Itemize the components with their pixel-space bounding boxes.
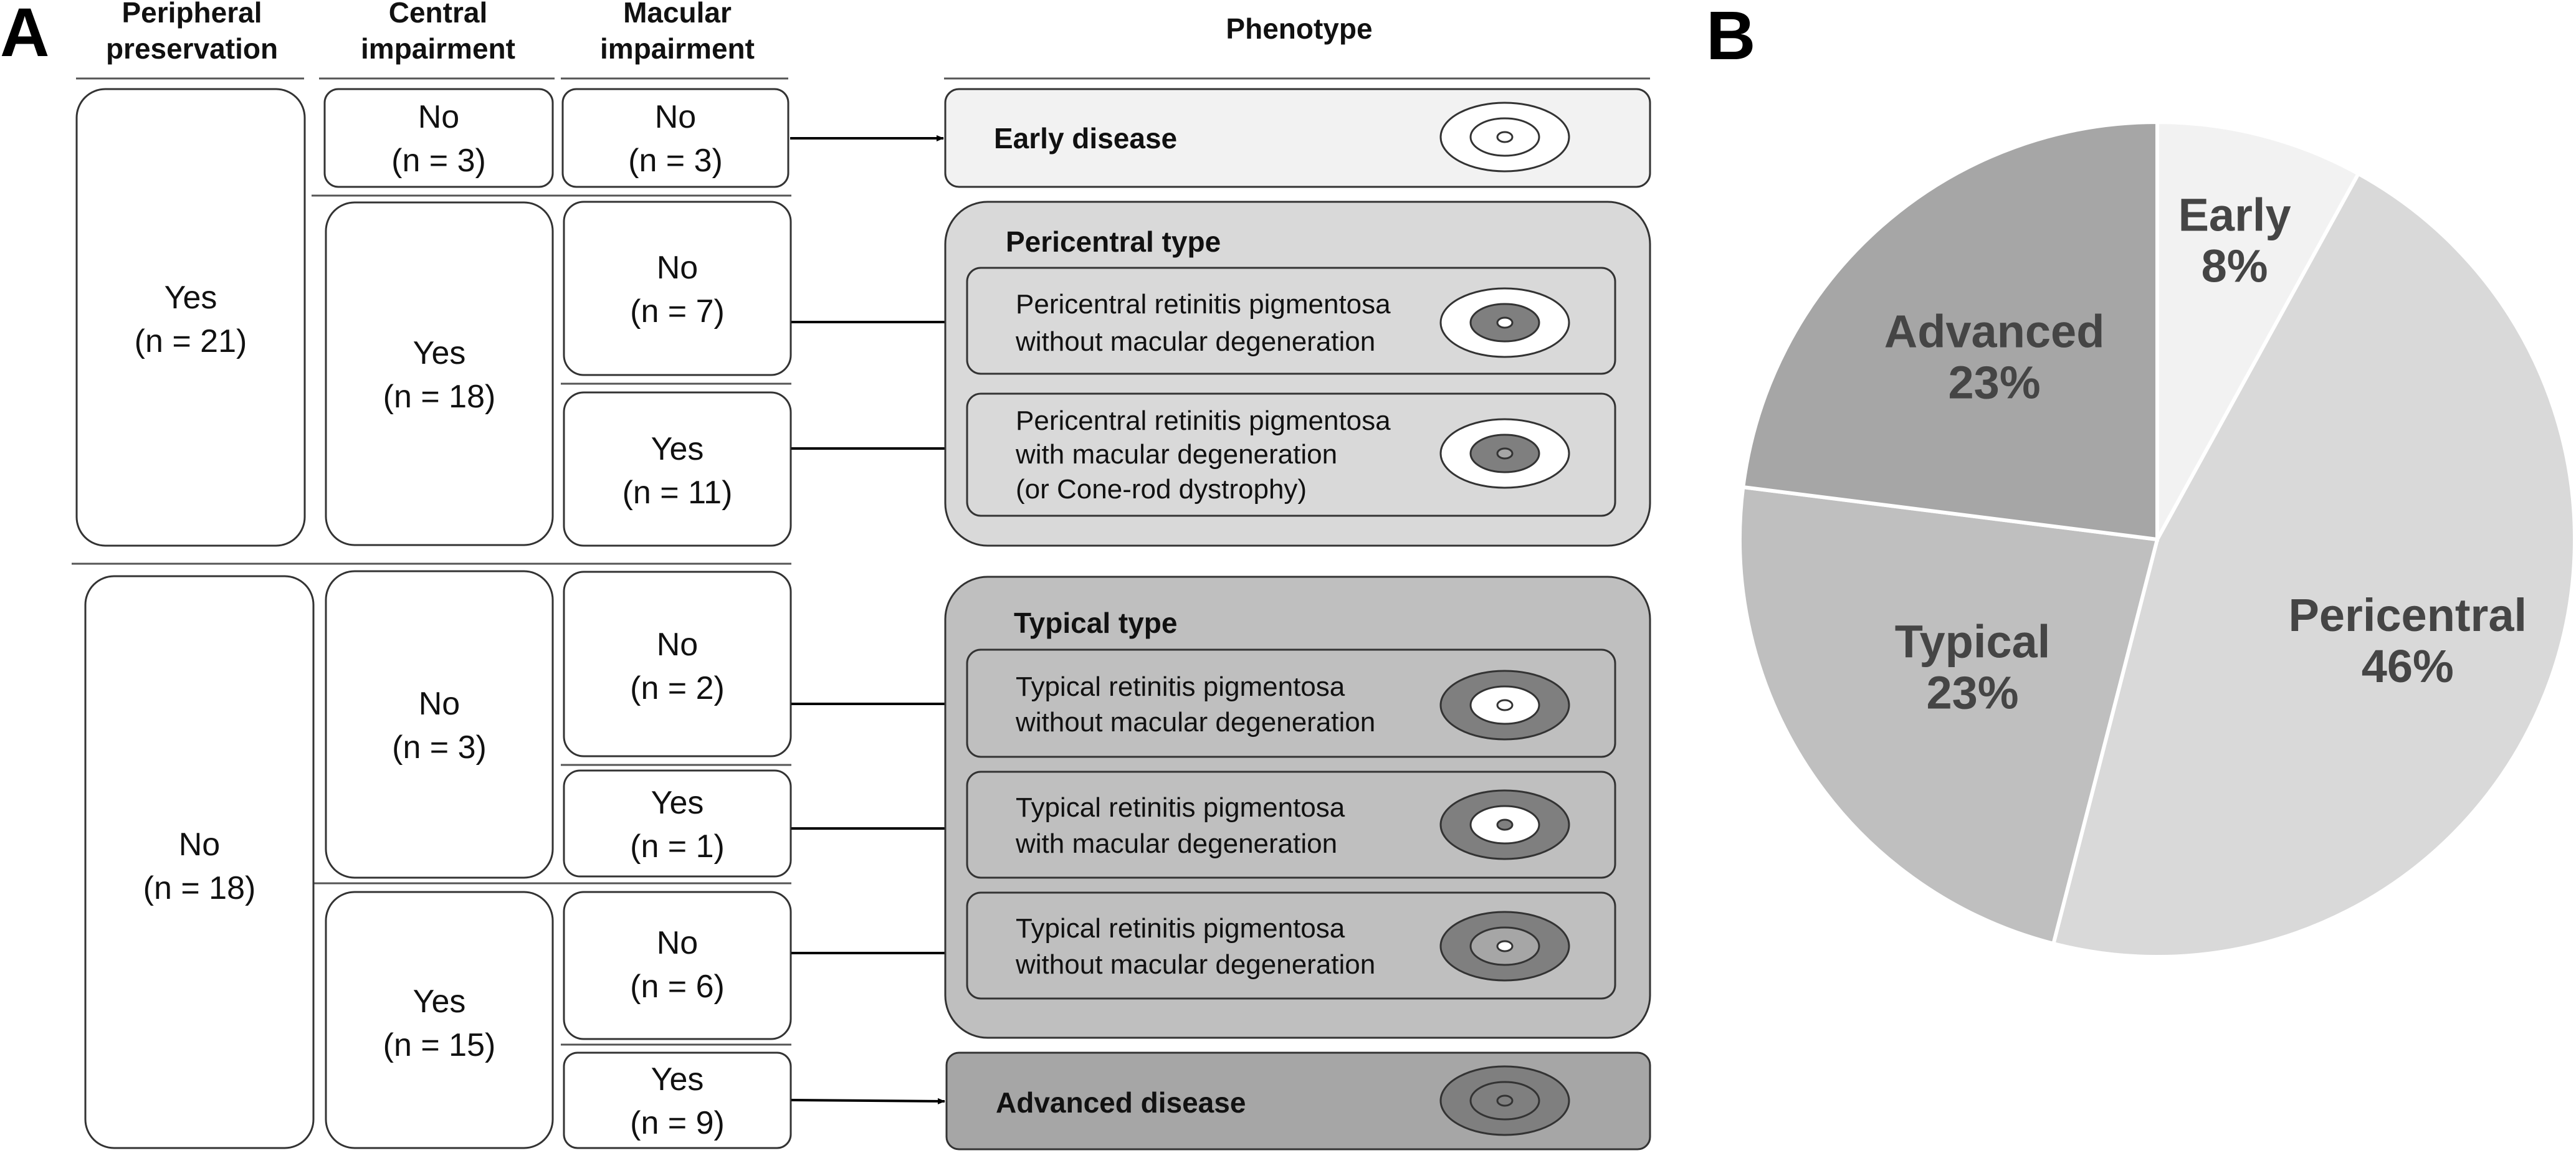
central-3-answer: No	[419, 686, 460, 722]
macular-cell-7: Yes (n = 9)	[563, 1051, 792, 1149]
eye-typical-1-icon	[1439, 670, 1570, 741]
central-1-answer: No	[418, 99, 459, 135]
peripheral-cell-yes: Yes (n = 21)	[75, 88, 306, 547]
pie-value-early: 8%	[2202, 240, 2268, 292]
macular-1-count: (n = 3)	[628, 143, 723, 179]
peripheral-no-count: (n = 18)	[143, 870, 256, 906]
eye-pericentral-2-icon	[1439, 418, 1570, 489]
pericentral-1-line1: Pericentral retinitis pigmentosa	[1016, 289, 1391, 320]
pie-label-typical: Typical	[1895, 616, 2051, 668]
pie-value-typical: 23%	[1926, 667, 2018, 719]
pie-slice-advanced	[1740, 120, 2159, 542]
eye-pericentral-1-icon	[1439, 287, 1570, 358]
header-macular-line2: impairment	[600, 32, 755, 65]
typical-group-title: Typical type	[1014, 607, 1177, 639]
typical-3-line1: Typical retinitis pigmentosa	[1016, 913, 1345, 944]
pie-label-early: Early	[2178, 189, 2291, 241]
pie-chart: Early8%Pericentral46%Typical23%Advanced2…	[1738, 120, 2576, 959]
typical-2-line1: Typical retinitis pigmentosa	[1016, 792, 1345, 823]
early-label: Early disease	[994, 122, 1177, 154]
header-peripheral-line2: preservation	[106, 32, 278, 65]
typical-3-line2: without macular degeneration	[1015, 949, 1375, 980]
header-central-line1: Central	[389, 0, 487, 29]
pie-label-advanced: Advanced	[1884, 306, 2105, 358]
eye-typical-3-icon	[1439, 911, 1570, 982]
panel-label-a: A	[0, 0, 49, 71]
central-2-answer: Yes	[413, 335, 466, 371]
eye-advanced-icon	[1439, 1065, 1570, 1136]
macular-3-answer: Yes	[651, 431, 704, 467]
arrows	[790, 135, 967, 1104]
macular-cell-6: No (n = 6)	[563, 891, 792, 1040]
header-macular-line1: Macular	[623, 0, 732, 29]
row-separators	[72, 194, 791, 1046]
pericentral-subtype-1: Pericentral retinitis pigmentosa without…	[966, 267, 1616, 375]
central-4-answer: Yes	[413, 984, 466, 1020]
eye-early-icon	[1439, 102, 1570, 173]
macular-2-count: (n = 7)	[630, 293, 725, 330]
macular-cell-3: Yes (n = 11)	[563, 391, 792, 547]
central-1-count: (n = 3)	[391, 143, 486, 179]
macular-cell-2: No (n = 7)	[563, 201, 792, 376]
macular-2-answer: No	[657, 250, 698, 286]
pericentral-2-line2: with macular degeneration	[1015, 439, 1337, 470]
typical-subtype-2: Typical retinitis pigmentosa with macula…	[966, 771, 1616, 879]
eye-typical-2-icon	[1439, 789, 1570, 860]
pie-value-pericentral: 46%	[2362, 640, 2454, 692]
peripheral-yes-answer: Yes	[165, 280, 217, 316]
phenotype-advanced: Advanced disease	[945, 1051, 1651, 1151]
header-macular: Macular impairment	[600, 0, 755, 65]
typical-subtype-3: Typical retinitis pigmentosa without mac…	[966, 891, 1616, 1000]
macular-6-answer: No	[657, 925, 698, 961]
central-2-count: (n = 18)	[383, 379, 496, 415]
central-cell-1: No (n = 3)	[323, 88, 554, 188]
pie-slice-pericentral	[2051, 171, 2576, 959]
typical-2-line2: with macular degeneration	[1015, 828, 1337, 859]
pie-label-pericentral: Pericentral	[2289, 589, 2527, 641]
typical-1-line1: Typical retinitis pigmentosa	[1016, 671, 1345, 702]
arrow-advanced	[791, 1098, 945, 1104]
phenotype-typical-group: Typical type Typical retinitis pigmentos…	[944, 576, 1651, 1039]
central-cell-4: Yes (n = 15)	[325, 891, 554, 1149]
panel-label-b: B	[1706, 0, 1755, 74]
central-cell-3: No (n = 3)	[325, 570, 554, 879]
typical-subtype-1: Typical retinitis pigmentosa without mac…	[966, 648, 1616, 758]
pericentral-subtype-2: Pericentral retinitis pigmentosa with ma…	[966, 392, 1616, 517]
pie-slice-early	[2155, 120, 2361, 541]
header-peripheral: Peripheral preservation	[106, 0, 278, 65]
header-peripheral-line1: Peripheral	[122, 0, 262, 29]
macular-7-count: (n = 9)	[630, 1105, 725, 1141]
macular-7-answer: Yes	[651, 1061, 704, 1098]
pie-slice-typical	[1738, 485, 2160, 946]
header-central-line2: impairment	[361, 32, 515, 65]
macular-5-count: (n = 1)	[630, 828, 725, 865]
central-3-count: (n = 3)	[392, 729, 487, 766]
typical-1-line2: without macular degeneration	[1015, 707, 1375, 738]
macular-cell-1: No (n = 3)	[561, 88, 789, 188]
macular-4-count: (n = 2)	[630, 670, 725, 706]
phenotype-early: Early disease	[944, 88, 1651, 188]
pie-value-advanced: 23%	[1949, 357, 2041, 409]
pericentral-2-line3: (or Cone-rod dystrophy)	[1016, 474, 1307, 505]
phenotype-pericentral-group: Pericentral type Pericentral retinitis p…	[944, 201, 1651, 547]
macular-cell-4: No (n = 2)	[563, 571, 792, 757]
macular-3-count: (n = 11)	[623, 475, 733, 511]
pericentral-1-line2: without macular degeneration	[1015, 326, 1375, 357]
peripheral-yes-count: (n = 21)	[135, 323, 247, 359]
macular-6-count: (n = 6)	[630, 969, 725, 1005]
pericentral-2-line1: Pericentral retinitis pigmentosa	[1016, 406, 1391, 436]
peripheral-no-answer: No	[179, 827, 220, 863]
peripheral-cell-no: No (n = 18)	[84, 575, 315, 1149]
macular-1-answer: No	[655, 99, 696, 135]
central-cell-2: Yes (n = 18)	[325, 201, 554, 546]
pericentral-group-title: Pericentral type	[1006, 225, 1221, 258]
header-phenotype: Phenotype	[1226, 12, 1372, 45]
macular-cell-5: Yes (n = 1)	[563, 769, 792, 878]
header-central: Central impairment	[361, 0, 515, 65]
advanced-label: Advanced disease	[996, 1086, 1246, 1119]
macular-4-answer: No	[657, 627, 698, 663]
macular-5-answer: Yes	[651, 785, 704, 821]
central-4-count: (n = 15)	[383, 1027, 496, 1063]
